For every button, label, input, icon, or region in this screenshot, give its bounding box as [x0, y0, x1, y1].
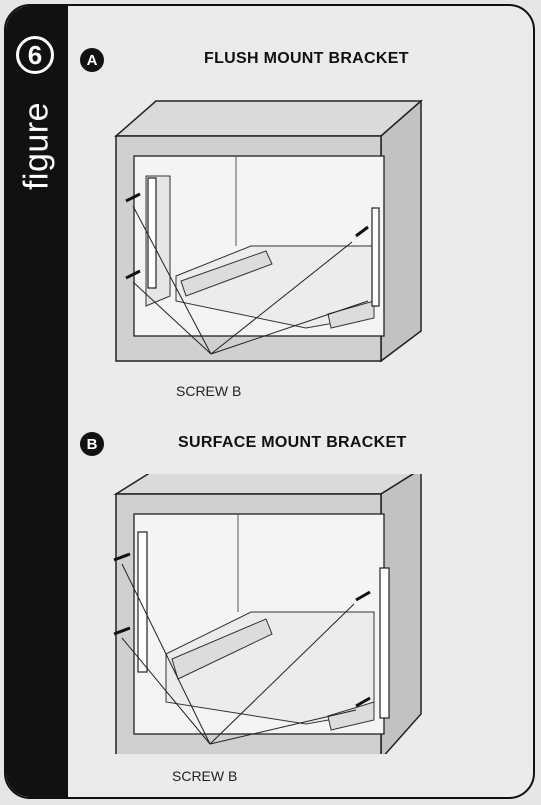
surface-mount-diagram — [113, 474, 422, 754]
bracket-left — [137, 531, 148, 673]
figure-side-strip: 6 figure — [6, 6, 68, 797]
screw-icon — [113, 552, 371, 708]
screw-pointer-lines — [132, 205, 369, 355]
section-b-title: SURFACE MOUNT BRACKET — [178, 434, 407, 451]
cabinet-top — [113, 474, 415, 495]
cabinet-side — [380, 99, 422, 363]
tray-rail-right — [327, 300, 375, 329]
flush-mount-diagram — [114, 99, 423, 363]
section-b-screw-label: SCREW B — [172, 768, 238, 784]
section-a-screw-label: SCREW B — [176, 383, 242, 399]
section-a-badge: A — [80, 48, 104, 72]
tray-rail-left — [180, 250, 273, 297]
figure-number: 6 — [16, 36, 54, 74]
bracket-right — [371, 207, 380, 307]
section-a-title: FLUSH MOUNT BRACKET — [204, 50, 409, 67]
figure-panel: 6 figure A FLUSH MOUNT BRACKET — [4, 4, 535, 799]
cabinet-top — [114, 100, 423, 137]
bracket-right — [379, 567, 390, 719]
screw-pointer-lines — [121, 563, 357, 745]
tray-rail-left — [171, 618, 273, 680]
figure-word: figure — [17, 101, 56, 191]
screw-icon — [125, 192, 369, 280]
section-b-badge: B — [80, 432, 104, 456]
tray-rail-right — [327, 701, 375, 731]
bracket-left — [147, 177, 157, 289]
